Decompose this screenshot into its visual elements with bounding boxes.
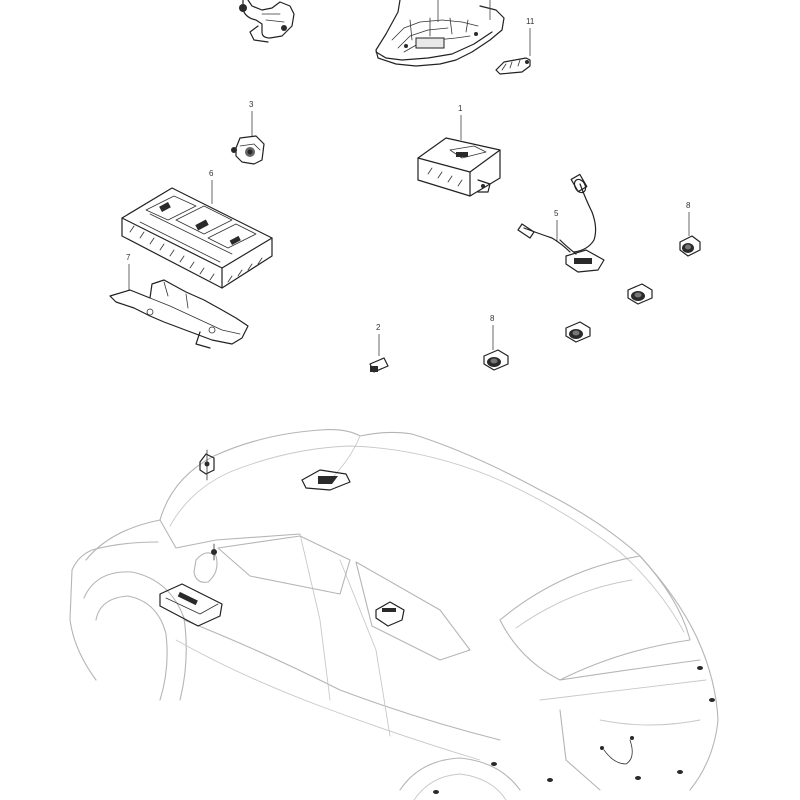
part-3-sensor-icon: 3 — [231, 100, 265, 165]
roof-module-housing-icon — [375, 0, 505, 67]
callout-5: 5 — [554, 209, 559, 218]
callout-8b: 8 — [490, 314, 495, 323]
parking-sensor-left-icon: 8 — [483, 314, 509, 371]
callout-1: 1 — [458, 104, 463, 113]
part-7-bracket-icon: 7 — [109, 253, 249, 349]
installed-mirror-sensor-icon — [211, 543, 217, 561]
callout-3: 3 — [249, 100, 254, 109]
installed-rear-harness-icon — [600, 736, 634, 765]
callout-6: 6 — [209, 169, 214, 178]
part-2-sensor-icon: 2 — [369, 323, 389, 373]
installed-sensor-roof-icon — [199, 449, 215, 481]
callout-11: 11 — [526, 17, 535, 26]
callout-2: 2 — [376, 323, 381, 332]
parking-sensor-right-mid-icon — [627, 283, 653, 305]
installed-rear-sensors-icon — [433, 666, 715, 794]
installed-module-front-icon — [159, 583, 223, 627]
parking-sensor-center-icon — [565, 321, 591, 343]
vehicle-outline-icon — [69, 429, 719, 800]
part-11-bracket-icon: 11 — [495, 17, 535, 75]
installed-module-interior-icon — [375, 601, 405, 627]
part-6-body-control-module-icon: 6 — [121, 169, 273, 289]
part-5-wiring-harness-icon: 5 — [517, 173, 605, 273]
callout-7: 7 — [126, 253, 131, 262]
parking-sensor-right-top-icon: 8 — [679, 201, 701, 257]
installed-camera-icon — [301, 469, 351, 491]
part-1-control-module-icon: 1 — [417, 104, 501, 197]
callout-8a: 8 — [686, 201, 691, 210]
top-left-component-icon — [239, 0, 295, 43]
